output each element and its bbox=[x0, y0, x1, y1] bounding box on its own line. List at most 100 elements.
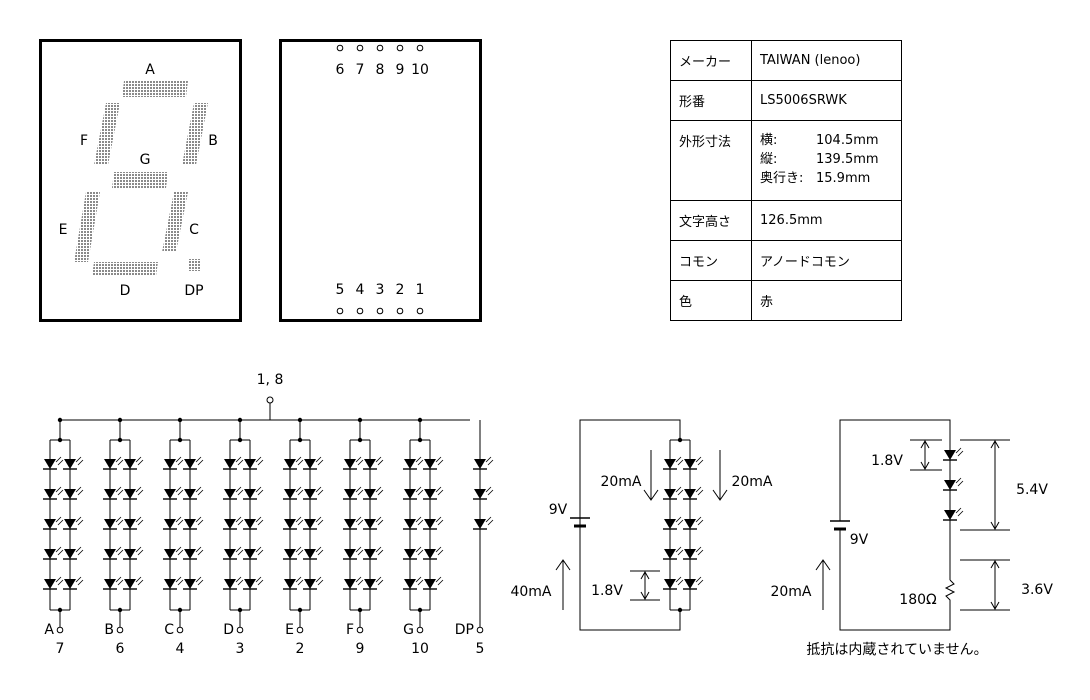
led-emission-ray bbox=[377, 549, 384, 556]
back-pin-bottom-label: 5 bbox=[336, 282, 345, 298]
led-emission-ray bbox=[355, 456, 362, 463]
led-triangle bbox=[284, 489, 296, 499]
led-emission-ray bbox=[255, 516, 262, 523]
spec-table: メーカー TAIWAN (lenoo) 形番 LS5006SRWK 外形寸法 横… bbox=[670, 40, 902, 321]
back-pin-top-hole bbox=[376, 44, 384, 52]
schematic-column-dp: DP5 bbox=[455, 420, 494, 657]
led-triangle bbox=[224, 489, 236, 499]
led-triangle bbox=[64, 549, 76, 559]
led-triangle bbox=[474, 519, 486, 529]
spec-value-common: アノードコモン bbox=[751, 240, 902, 281]
led-emission-ray bbox=[195, 456, 202, 463]
led-emission-ray bbox=[957, 450, 964, 457]
led-emission-ray bbox=[75, 456, 82, 463]
led-diode bbox=[223, 576, 244, 590]
led-emission-ray bbox=[197, 579, 204, 586]
led-triangle bbox=[244, 579, 256, 589]
led-triangle bbox=[64, 489, 76, 499]
led-diode bbox=[363, 486, 384, 500]
led-emission-ray bbox=[487, 489, 494, 496]
led-diode bbox=[183, 546, 204, 560]
c1-vf-dim-head-up bbox=[640, 570, 650, 580]
led-emission-ray bbox=[77, 459, 84, 466]
led-diode bbox=[343, 546, 364, 560]
segment-pin-label: A bbox=[44, 622, 54, 638]
led-diode bbox=[243, 486, 264, 500]
led-diode bbox=[123, 546, 144, 560]
c2-resistor bbox=[944, 579, 956, 604]
led-emission-ray bbox=[675, 546, 682, 553]
led-triangle bbox=[164, 459, 176, 469]
led-triangle bbox=[404, 579, 416, 589]
led-emission-ray bbox=[75, 576, 82, 583]
led-emission-ray bbox=[697, 519, 704, 526]
dimension-height: 縦:139.5mm bbox=[760, 150, 893, 169]
led-emission-ray bbox=[375, 516, 382, 523]
led-diode bbox=[423, 516, 444, 530]
led-diode bbox=[303, 516, 324, 530]
back-pin-bottom-hole bbox=[336, 307, 344, 315]
c1-right-arrow-head bbox=[712, 489, 728, 501]
led-triangle bbox=[104, 519, 116, 529]
led-emission-ray bbox=[197, 459, 204, 466]
led-diode bbox=[943, 447, 964, 461]
led-triangle bbox=[424, 549, 436, 559]
led-diode bbox=[343, 576, 364, 590]
led-triangle bbox=[404, 459, 416, 469]
c2-current-label: 20mA bbox=[770, 584, 811, 600]
led-triangle bbox=[474, 489, 486, 499]
led-emission-ray bbox=[677, 519, 684, 526]
led-emission-ray bbox=[137, 549, 144, 556]
spec-row-common: コモン アノードコモン bbox=[670, 240, 902, 281]
led-emission-ray bbox=[117, 549, 124, 556]
led-diode bbox=[103, 576, 124, 590]
led-emission-ray bbox=[77, 579, 84, 586]
led-triangle bbox=[344, 519, 356, 529]
led-diode bbox=[123, 576, 144, 590]
led-triangle bbox=[404, 519, 416, 529]
led-diode bbox=[683, 576, 704, 590]
led-emission-ray bbox=[695, 456, 702, 463]
segment-label-c: C bbox=[189, 222, 199, 238]
spec-key-model: 形番 bbox=[670, 80, 752, 121]
led-triangle bbox=[184, 549, 196, 559]
back-pin-top-label: 8 bbox=[376, 62, 385, 78]
led-triangle bbox=[124, 549, 136, 559]
led-diode bbox=[403, 456, 424, 470]
led-emission-ray bbox=[177, 549, 184, 556]
led-emission-ray bbox=[357, 459, 364, 466]
spec-value-model: LS5006SRWK bbox=[751, 80, 902, 121]
led-emission-ray bbox=[677, 579, 684, 586]
led-diode bbox=[473, 516, 494, 530]
segment-e bbox=[74, 192, 100, 262]
led-emission-ray bbox=[437, 579, 444, 586]
led-emission-ray bbox=[297, 489, 304, 496]
led-emission-ray bbox=[487, 519, 494, 526]
led-emission-ray bbox=[55, 516, 62, 523]
led-emission-ray bbox=[437, 489, 444, 496]
led-emission-ray bbox=[295, 576, 302, 583]
led-emission-ray bbox=[137, 459, 144, 466]
led-diode bbox=[403, 546, 424, 560]
led-emission-ray bbox=[435, 456, 442, 463]
pin-number-label: 3 bbox=[236, 641, 245, 657]
led-emission-ray bbox=[177, 489, 184, 496]
led-diode bbox=[283, 456, 304, 470]
segment-label-dp: DP bbox=[184, 283, 203, 299]
led-diode bbox=[343, 486, 364, 500]
led-emission-ray bbox=[417, 579, 424, 586]
common-pin-label: 1, 8 bbox=[257, 372, 284, 388]
led-emission-ray bbox=[377, 579, 384, 586]
segment-c bbox=[162, 192, 188, 252]
segment-label-d: D bbox=[120, 283, 131, 299]
led-emission-ray bbox=[55, 546, 62, 553]
led-emission-ray bbox=[357, 489, 364, 496]
led-emission-ray bbox=[955, 447, 962, 454]
led-diode bbox=[403, 576, 424, 590]
schematic-column-b: B6 bbox=[103, 417, 144, 657]
dimension-height-value: 139.5mm bbox=[816, 152, 879, 167]
led-diode bbox=[183, 486, 204, 500]
led-emission-ray bbox=[77, 489, 84, 496]
led-emission-ray bbox=[137, 519, 144, 526]
